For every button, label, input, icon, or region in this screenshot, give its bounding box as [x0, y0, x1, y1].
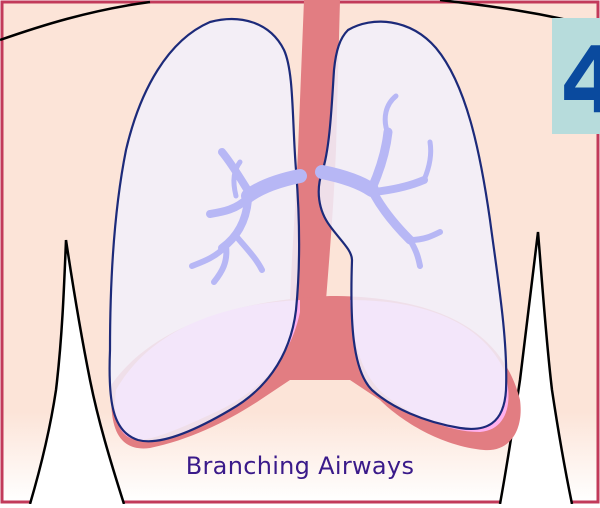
diagram-caption: Branching Airways: [0, 452, 600, 480]
